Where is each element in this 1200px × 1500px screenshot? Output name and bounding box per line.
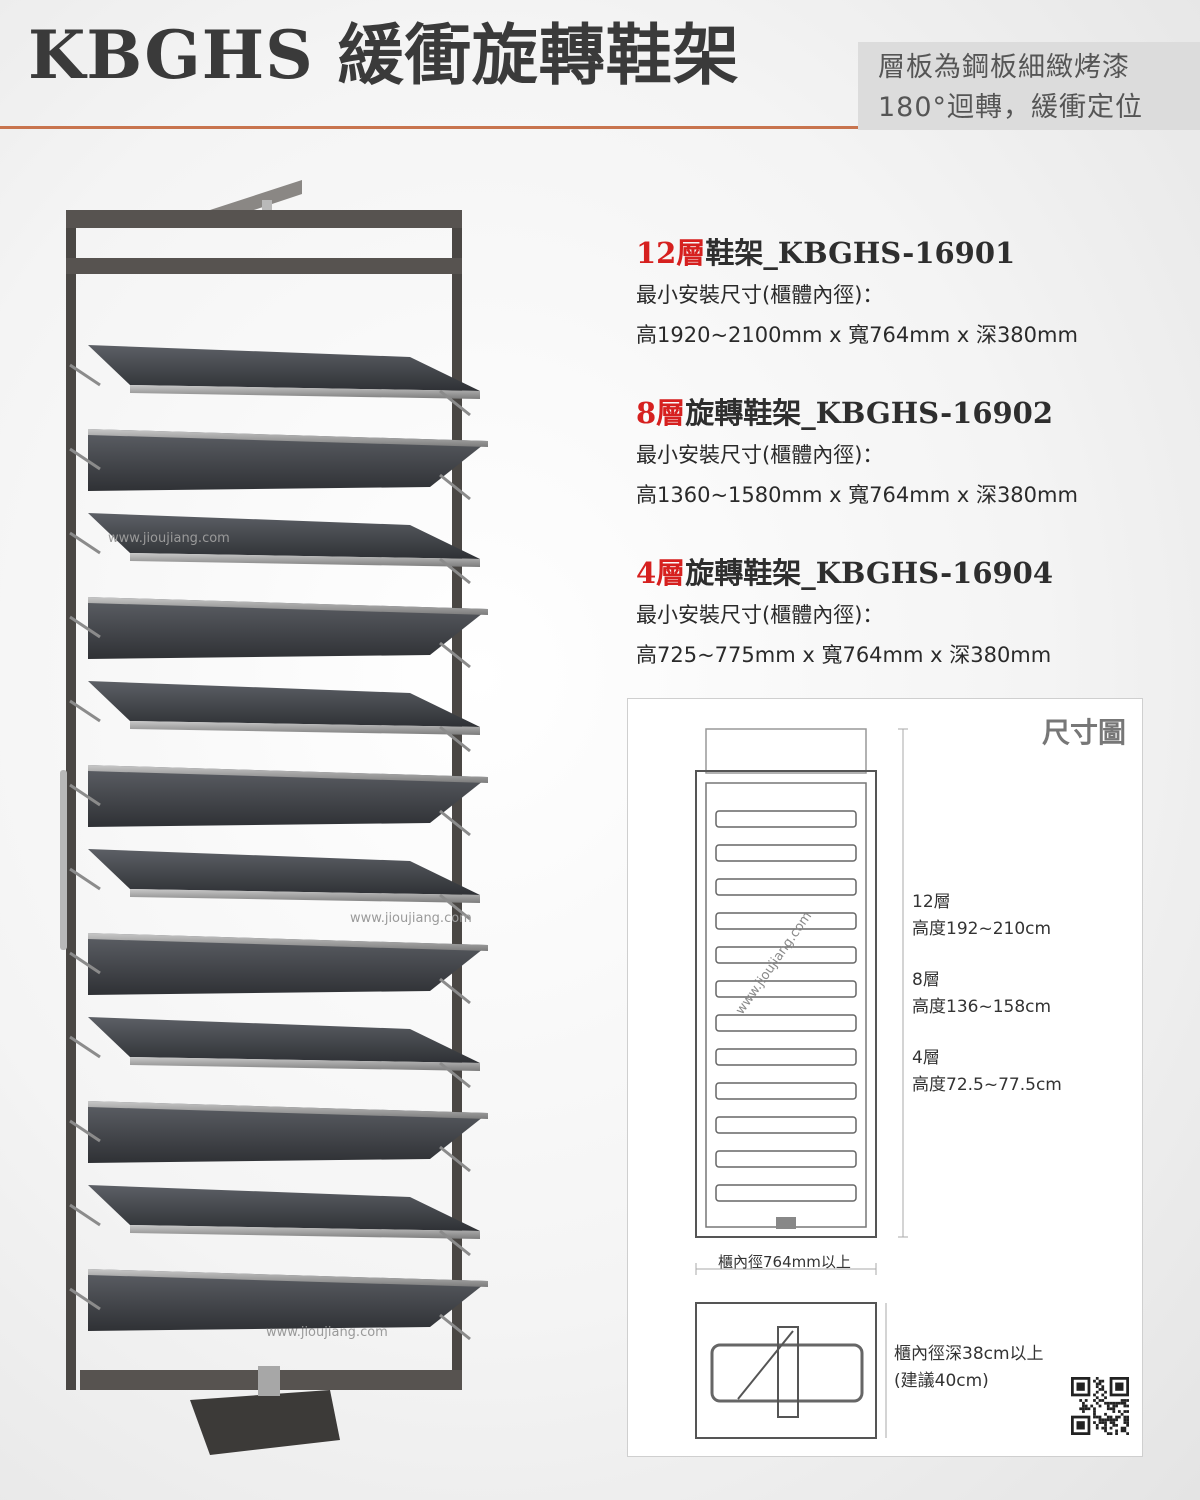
shelf-lip [88,765,488,783]
spec-model: 旋轉鞋架_KBGHS-16902 [685,396,1054,430]
shelf-lip [88,1101,488,1119]
shelf [88,1269,488,1331]
spec-model: 旋轉鞋架_KBGHS-16904 [685,556,1054,590]
shelf-lip [130,1225,480,1239]
shelf-bracket [69,951,471,1005]
diagram-shelf [715,1184,857,1202]
height-label-8: 8層 高度136~158cm [912,967,1051,1021]
frame-post-left [66,210,76,1390]
spec-title: 8層旋轉鞋架_KBGHS-16902 [636,390,1078,432]
shelf-bracket [69,615,471,669]
diagram-shelf [715,1048,857,1066]
spec-label: 最小安裝尺寸(櫃體內徑)： [636,283,884,307]
shelf-bracket [69,1203,471,1257]
shelf-bracket [69,1035,471,1089]
shelf [88,1017,480,1063]
watermark: www.jioujiang.com [350,911,472,926]
shelf-lip [88,1269,488,1287]
tagline-line-1: 層板為鋼板細緻烤漆 [878,52,1130,83]
height-label-4: 4層 高度72.5~77.5cm [912,1045,1062,1099]
tagline-box: 層板為鋼板細緻烤漆 180°迴轉，緩衝定位 [858,42,1200,130]
depth-recommend: (建議40cm) [894,1371,989,1391]
diagram-shelf [715,946,857,964]
shelf [88,513,480,559]
shelf [88,1101,488,1163]
diagram-shelves [715,810,857,1202]
spec-4-layer: 4層旋轉鞋架_KBGHS-16904 最小安裝尺寸(櫃體內徑)： 高725~77… [636,550,1053,672]
shelf-lip [88,933,488,951]
shelf [88,765,488,827]
diagram-shelf [715,1082,857,1100]
frame-post-right [452,225,462,1390]
shelf-lip [88,597,488,615]
shelf [88,345,480,391]
spec-label: 最小安裝尺寸(櫃體內徑)： [636,443,884,467]
depth-label: 櫃內徑深38cm以上 (建議40cm) [894,1341,1044,1395]
shelf-stack [69,345,488,1341]
spec-label: 最小安裝尺寸(櫃體內徑)： [636,603,884,627]
shelf [88,849,480,895]
spec-layer-count: 8層 [636,396,686,430]
watermark: www.jioujiang.com [108,531,230,546]
spec-title: 12層鞋架_KBGHS-16901 [636,230,1078,272]
height-label-12: 12層 高度192~210cm [912,889,1051,943]
diagram-shelf [715,980,857,998]
diagram-drawing [695,728,908,1439]
spec-model: 鞋架_KBGHS-16901 [705,236,1016,270]
tagline-line-2: 180°迴轉，緩衝定位 [878,92,1144,123]
shelf-lip [130,1057,480,1071]
diagram-shelf [715,1150,857,1168]
shelf [88,597,488,659]
shelf [88,1185,480,1231]
shelf-lip [130,721,480,735]
qr-code [1071,1377,1129,1435]
watermark: www.jioujiang.com [266,1325,388,1340]
height-value: 高度72.5~77.5cm [912,1075,1062,1095]
shelf-lip [130,889,480,903]
shelf-bracket [69,531,471,585]
diagram-shelf [715,810,857,828]
shoe-rack-image: www.jioujiang.com www.jioujiang.com www.… [60,180,488,1455]
page-title: KBGHS 緩衝旋轉鞋架 [28,16,740,94]
depth-value: 櫃內徑深38cm以上 [894,1344,1044,1364]
handle [60,770,67,950]
diagram-shelf [715,844,857,862]
shelf [88,429,488,491]
shelf-lip [130,553,480,567]
shelf [88,681,480,727]
height-layers: 12層 [912,892,951,912]
shelf-lip [130,385,480,399]
title-divider [0,126,860,129]
spec-layer-count: 4層 [636,556,686,590]
shelf [88,933,488,995]
shelf-lip [88,429,488,447]
spec-dimensions: 高1920~2100mm x 寬764mm x 深380mm [636,323,1078,347]
height-value: 高度136~158cm [912,997,1052,1017]
diagram-title: 尺寸圖 [1041,716,1126,749]
spec-layer-count: 12層 [636,236,706,270]
shelf-bracket [69,1287,471,1341]
diagram-shelf [715,1014,857,1032]
spec-8-layer: 8層旋轉鞋架_KBGHS-16902 最小安裝尺寸(櫃體內徑)： 高1360~1… [636,390,1078,512]
spec-dimensions: 高1360~1580mm x 寬764mm x 深380mm [636,483,1078,507]
shelf-bracket [69,783,471,837]
shelf-bracket [69,867,471,921]
spec-12-layer: 12層鞋架_KBGHS-16901 最小安裝尺寸(櫃體內徑)： 高1920~21… [636,230,1078,352]
shelf-bracket [69,1119,471,1173]
shelf-bracket [69,447,471,501]
width-label: 櫃內徑764mm以上 [718,1253,851,1271]
spec-title: 4層旋轉鞋架_KBGHS-16904 [636,550,1053,592]
dimension-diagram: 尺寸圖 12層 高度192~210cm 8層 高度136~158cm 4層 高度… [627,698,1143,1457]
diagram-shelf [715,912,857,930]
height-value: 高度192~210cm [912,919,1052,939]
spec-dimensions: 高725~775mm x 寬764mm x 深380mm [636,643,1052,667]
diagram-shelf [715,878,857,896]
height-layers: 4層 [912,1048,940,1068]
diagram-shelf [715,1116,857,1134]
shelf-bracket [69,699,471,753]
shelf-bracket [69,363,471,417]
height-layers: 8層 [912,970,940,990]
